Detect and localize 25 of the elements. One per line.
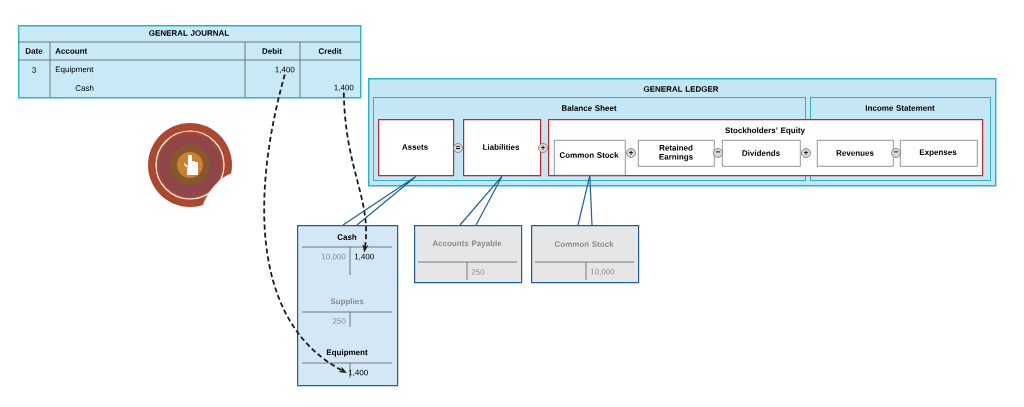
table-cell: 3: [32, 67, 36, 73]
table-cell: Cash: [75, 85, 94, 91]
amount-text: 250: [332, 318, 346, 324]
amount-text: 1,400: [348, 369, 368, 377]
column-header: Credit: [318, 48, 342, 54]
account-box: Liabilities: [463, 119, 542, 177]
account-box: Assets: [378, 119, 455, 177]
account-box: Retained Earnings: [638, 140, 715, 167]
callout-pointer: [342, 175, 417, 226]
account-box: Expenses: [900, 140, 978, 167]
account-box: Common Stock: [554, 140, 626, 176]
account-box: Dividends: [722, 140, 801, 167]
column-header: Account: [55, 48, 88, 54]
table-cell: Equipment: [55, 66, 94, 74]
column-header: Debit: [262, 48, 282, 54]
callout-pointer: [459, 175, 503, 226]
amount-text: 1,400: [354, 253, 374, 261]
amount-text: 250: [471, 269, 485, 275]
amount-text: 10,000: [321, 253, 346, 261]
account-box: Revenues: [817, 140, 894, 167]
amount-text: 10,000: [590, 268, 615, 276]
amount-text: 1,400: [334, 84, 354, 92]
amount-text: 1,400: [275, 66, 295, 74]
column-header: Date: [25, 48, 43, 54]
callout-pointer: [577, 175, 593, 226]
